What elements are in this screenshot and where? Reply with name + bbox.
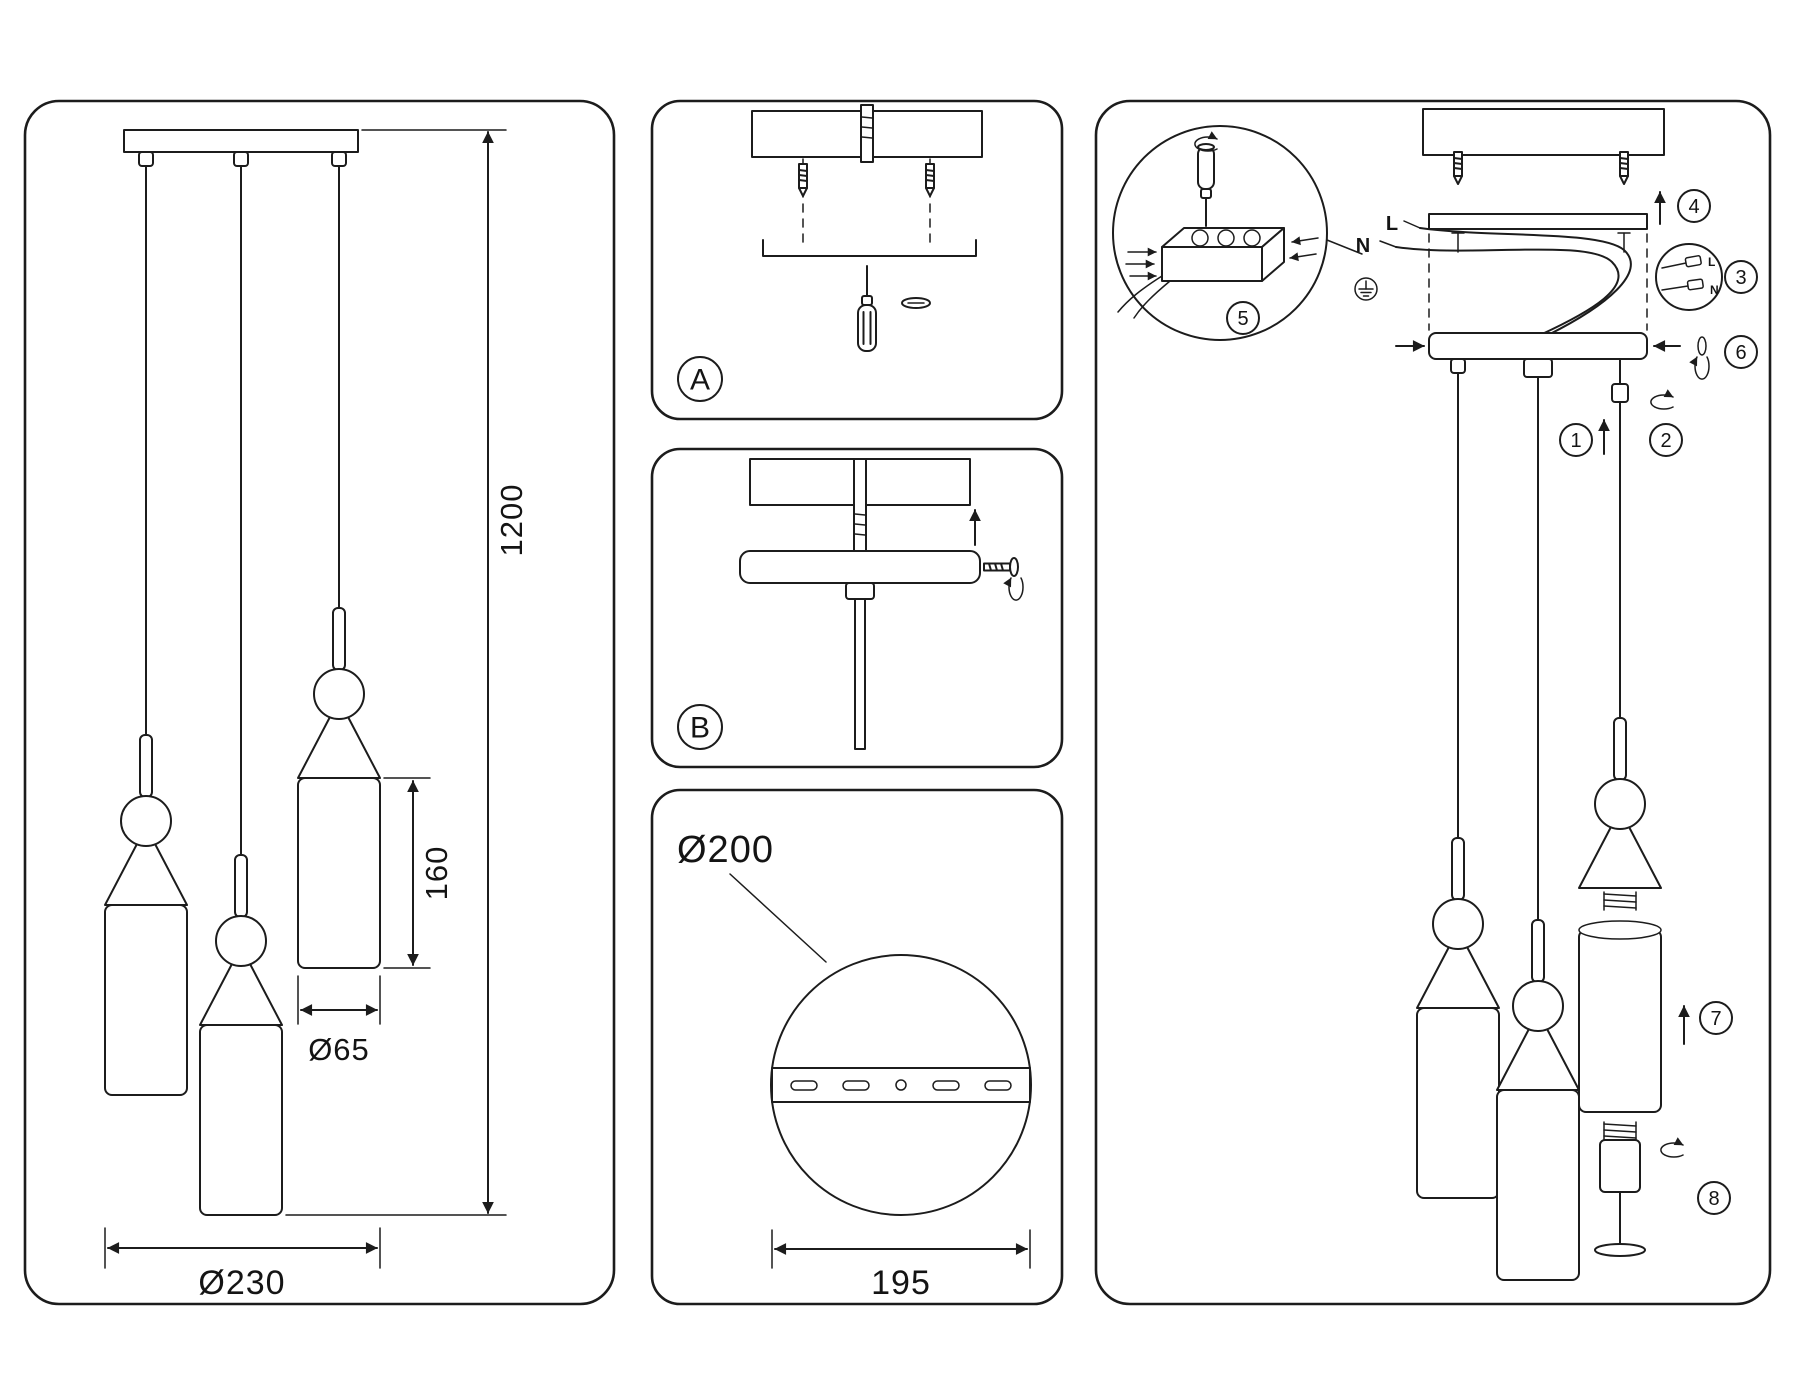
svg-text:8: 8 xyxy=(1708,1188,1719,1210)
wire-connector xyxy=(1684,255,1702,268)
step-a-drawing: A xyxy=(677,104,983,402)
wire-live xyxy=(1419,227,1632,336)
step-badge-4: 4 xyxy=(1677,189,1711,223)
step-badge-1: 1 xyxy=(1559,423,1593,457)
cord-grip xyxy=(331,151,347,167)
plate-center-hole xyxy=(895,1079,907,1091)
wire xyxy=(1133,280,1171,319)
screw-head-top-icon xyxy=(901,297,931,309)
step-b-drawing: B xyxy=(677,458,1023,750)
overview-drawing: 1200 160 Ø65 Ø230 xyxy=(104,129,529,1302)
dim-plate-length-label: 195 xyxy=(871,1264,931,1302)
terminal-detail: 5 xyxy=(1112,125,1363,341)
wire xyxy=(1661,262,1687,269)
svg-text:6: 6 xyxy=(1735,342,1746,364)
dimension-fixture-diameter: Ø230 xyxy=(104,1227,381,1302)
step-badge-5: 5 xyxy=(1226,301,1260,335)
svg-text:5: 5 xyxy=(1237,308,1248,330)
threaded-stud xyxy=(853,458,867,552)
step-badge-6: 6 xyxy=(1724,335,1758,369)
dim-shade-height-label: 160 xyxy=(419,846,454,901)
terminal-screw xyxy=(1217,229,1235,247)
canopy-hub xyxy=(1523,358,1553,378)
dim-shade-diameter-label: Ø65 xyxy=(308,1032,370,1067)
bracket-screw xyxy=(1451,232,1465,253)
cord-grip xyxy=(1450,358,1466,374)
wire-live-label: L xyxy=(1386,213,1398,235)
dimension-shade-height: 160 xyxy=(383,777,454,969)
svg-text:2: 2 xyxy=(1660,430,1671,452)
bulb-body xyxy=(1599,1139,1641,1193)
plate-slot xyxy=(984,1080,1012,1091)
wall-anchor-icon xyxy=(1453,151,1463,185)
connector-live-label: L xyxy=(1708,255,1715,269)
wall-anchor-icon xyxy=(798,163,808,197)
mounting-plate xyxy=(771,1067,1031,1103)
mounting-bracket xyxy=(1428,213,1648,230)
dimension-plate-length: 195 xyxy=(771,1229,1031,1302)
terminal-block-front xyxy=(1161,246,1263,282)
canopy xyxy=(1428,332,1648,360)
canopy-hub xyxy=(845,582,875,600)
assembly-drawing: 4 xyxy=(1112,108,1758,1281)
bulb-disc xyxy=(1594,1243,1646,1257)
cord-grip xyxy=(138,151,154,167)
wire-end xyxy=(1379,240,1397,248)
wire-insert-arrow xyxy=(1291,236,1319,246)
dim-total-height-label: 1200 xyxy=(494,484,529,557)
dimension-total-height: 1200 xyxy=(285,129,529,1216)
terminal-screw xyxy=(1191,229,1209,247)
mounting-bracket xyxy=(762,239,977,257)
step-badge-2: 2 xyxy=(1649,423,1683,457)
wire-insert-arrow xyxy=(1289,252,1317,262)
ceiling-plate xyxy=(123,129,359,153)
bulb-exploded xyxy=(1594,1121,1646,1257)
threaded-stud xyxy=(860,104,874,163)
canopy xyxy=(739,550,981,584)
ground-icon xyxy=(1354,277,1378,301)
wall-anchor-icon xyxy=(925,163,935,197)
connector-detail: L N 3 xyxy=(1655,243,1758,311)
step-a-panel-border xyxy=(650,99,1064,421)
shade-exploded xyxy=(1578,920,1662,1113)
wire-neutral-label: N xyxy=(1356,235,1370,257)
step-b-label: B xyxy=(690,712,710,745)
svg-text:7: 7 xyxy=(1710,1008,1721,1030)
svg-text:3: 3 xyxy=(1735,267,1746,289)
step-badge-3: 3 xyxy=(1724,260,1758,294)
plate-slot xyxy=(932,1080,960,1091)
dim-fixture-diameter-label: Ø230 xyxy=(198,1264,285,1302)
wall-anchor-icon xyxy=(1619,151,1629,185)
plate-detail-drawing: Ø200 195 xyxy=(677,829,1032,1302)
cord-grip xyxy=(233,151,249,167)
leader-line xyxy=(1326,239,1363,255)
wire xyxy=(1661,285,1689,291)
side-screw-icon xyxy=(1697,336,1707,356)
step-badge-8: 8 xyxy=(1697,1181,1731,1215)
wire-end xyxy=(1403,220,1421,229)
plate-slot xyxy=(790,1080,818,1091)
terminal-screw xyxy=(1243,229,1261,247)
step-a-label: A xyxy=(690,364,710,397)
step-a-badge: A xyxy=(677,356,723,402)
connector-neutral-label: N xyxy=(1710,283,1719,297)
svg-text:1: 1 xyxy=(1570,430,1581,452)
svg-text:4: 4 xyxy=(1688,196,1699,218)
step-b-badge: B xyxy=(677,704,723,750)
plate-diameter-label: Ø200 xyxy=(677,829,774,871)
dimension-shade-diameter: Ø65 xyxy=(297,975,381,1067)
pendant-tube xyxy=(854,598,866,750)
plate-slot xyxy=(842,1080,870,1091)
wire-connector xyxy=(1686,278,1704,291)
leader-line xyxy=(729,873,827,963)
wire xyxy=(1117,275,1163,313)
detail-circle-3 xyxy=(1655,243,1723,311)
wire-neutral xyxy=(1395,246,1620,336)
cord-adjuster xyxy=(1611,383,1629,403)
ceiling-hatch xyxy=(1422,108,1665,156)
step-badge-7: 7 xyxy=(1699,1001,1733,1035)
